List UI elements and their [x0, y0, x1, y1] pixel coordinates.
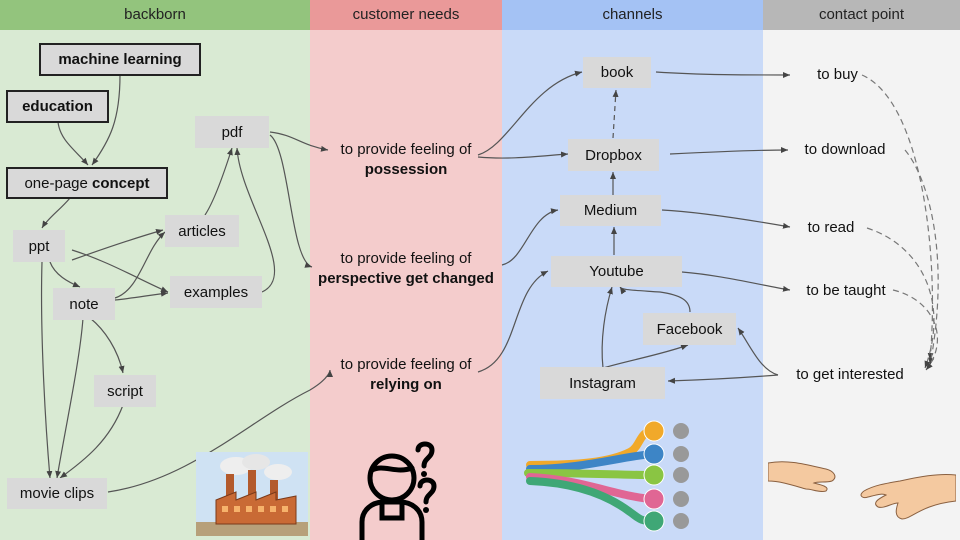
concept-prefix: one-page [24, 174, 93, 192]
question-person-icon [359, 441, 437, 540]
header-customer-needs: customer needs [310, 0, 502, 30]
contact-to-read: to read [807, 219, 855, 236]
contact-column [763, 0, 960, 540]
concept-bold: concept [92, 174, 150, 192]
header-channels: channels [502, 0, 763, 30]
node-machine-learning: machine learning [39, 43, 201, 76]
node-ppt: ppt [13, 230, 65, 262]
need-perspective-line1: to provide feeling of [340, 250, 472, 267]
need-perspective: to provide feeling of perspective get ch… [308, 249, 504, 289]
channel-dropbox: Dropbox [568, 139, 659, 171]
colored-channels-icon [524, 420, 689, 532]
header-backborn: backborn [0, 0, 310, 30]
node-pdf: pdf [195, 116, 269, 148]
contact-to-be-taught: to be taught [806, 282, 886, 299]
header-contact-point: contact point [763, 0, 960, 30]
contact-to-download: to download [804, 141, 886, 158]
node-one-page-concept: one-page concept [6, 167, 168, 199]
contact-to-buy: to buy [817, 66, 858, 83]
need-relying-line2: relying on [370, 376, 442, 393]
node-articles: articles [165, 215, 239, 247]
node-examples: examples [170, 276, 262, 308]
node-movie-clips: movie clips [7, 478, 107, 509]
need-possession-line2: possession [364, 161, 448, 178]
channel-facebook: Facebook [643, 313, 736, 345]
need-perspective-line2: perspective get changed [318, 270, 494, 287]
need-relying: to provide feeling of relying on [318, 355, 494, 395]
node-note: note [53, 288, 115, 320]
needs-column [310, 0, 502, 540]
channel-instagram: Instagram [540, 367, 665, 399]
need-possession: to provide feeling of possession [318, 140, 494, 180]
node-education: education [6, 90, 109, 123]
need-relying-line1: to provide feeling of [340, 356, 472, 373]
channel-book: book [583, 57, 651, 88]
touching-hands-icon [768, 461, 956, 520]
channel-youtube: Youtube [551, 256, 682, 287]
node-script: script [94, 375, 156, 407]
channel-medium: Medium [560, 195, 661, 226]
need-possession-line1: to provide feeling of [340, 141, 472, 158]
factory-icon [196, 452, 308, 536]
contact-to-get-interested: to get interested [796, 366, 904, 383]
